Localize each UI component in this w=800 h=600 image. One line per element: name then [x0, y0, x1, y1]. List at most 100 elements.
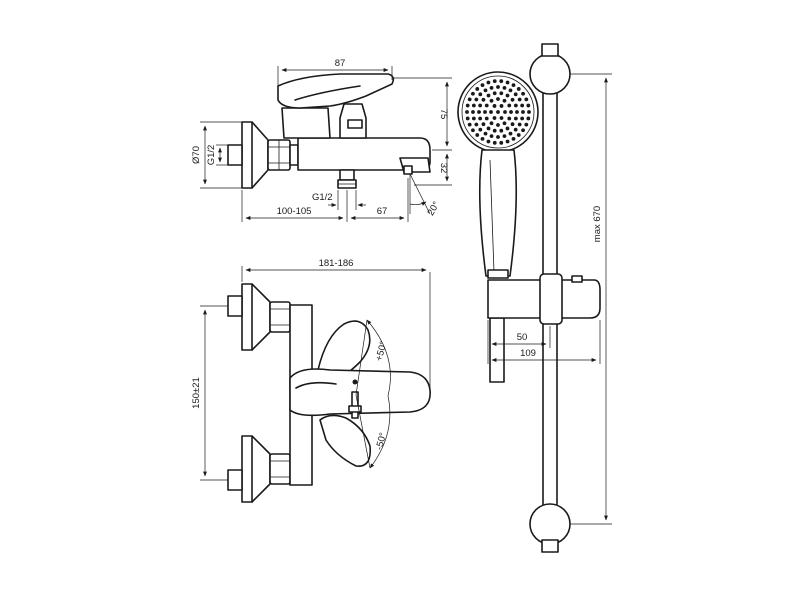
nozzle-dot — [496, 85, 500, 89]
nozzle-dot — [489, 85, 494, 90]
nozzle-dot — [471, 91, 475, 96]
nozzle-dot — [492, 79, 497, 84]
nozzle-dot — [517, 122, 522, 127]
nozzle-dot — [516, 133, 521, 137]
nozzle-dot — [486, 93, 491, 98]
nozzle-dot — [507, 103, 512, 108]
nozzle-dot — [467, 122, 472, 127]
nozzle-dot — [508, 131, 513, 136]
nozzle-dot — [465, 110, 469, 114]
nozzle-dot — [511, 136, 516, 141]
nozzle-dot — [496, 135, 500, 139]
label-bracket-50: 50 — [517, 332, 528, 343]
nozzle-dot — [483, 131, 488, 136]
nozzle-dot — [513, 92, 518, 97]
nozzle-dot — [489, 98, 494, 103]
nozzle-dot — [499, 116, 504, 120]
nozzle-dot — [467, 97, 472, 102]
nozzle-dot — [492, 116, 497, 120]
nozzle-dot — [492, 91, 497, 96]
label-diameter: Ø70 — [191, 146, 202, 164]
nozzle-dot — [505, 93, 510, 98]
label-wall-distance: 100-105 — [277, 206, 312, 217]
nozzle-dot — [492, 104, 497, 108]
nozzle-dot — [516, 87, 521, 91]
nozzle-dot — [526, 116, 531, 121]
nozzle-dot — [475, 87, 480, 91]
nozzle-dot — [520, 103, 525, 108]
nozzle-dot — [502, 85, 507, 90]
nozzle-dot — [496, 110, 500, 114]
shower-nozzles — [465, 79, 531, 145]
nozzle-dot — [492, 128, 497, 133]
label-bracket-109: 109 — [520, 348, 536, 359]
nozzle-dot — [502, 134, 507, 139]
nozzle-dot — [471, 103, 476, 108]
nozzle-dot — [496, 123, 500, 127]
nozzle-dot — [484, 103, 489, 108]
nozzle-dot — [483, 110, 487, 114]
nozzle-dot — [480, 83, 485, 88]
nozzle-dot — [515, 110, 519, 114]
front-view-mixer — [200, 266, 431, 503]
label-angle-plus: +50° — [374, 340, 390, 362]
nozzle-dot — [520, 116, 525, 121]
nozzle-dot — [517, 97, 522, 102]
shower-rail-set — [457, 43, 612, 553]
nozzle-dot — [499, 128, 504, 133]
nozzle-dot — [489, 121, 494, 126]
nozzle-dot — [499, 91, 504, 96]
nozzle-dot — [499, 104, 504, 108]
nozzle-dot — [505, 139, 510, 144]
nozzle-dot — [492, 140, 497, 145]
nozzle-dot — [480, 136, 485, 141]
label-top-width: 87 — [335, 58, 346, 69]
nozzle-dot — [471, 110, 475, 114]
nozzle-dot — [478, 103, 483, 108]
nozzle-dot — [475, 133, 480, 137]
nozzle-dot — [474, 97, 479, 102]
nozzle-dot — [510, 97, 515, 102]
nozzle-dot — [503, 110, 507, 114]
nozzle-dot — [511, 83, 516, 88]
nozzle-dot — [513, 103, 518, 108]
nozzle-dot — [505, 80, 510, 85]
side-view-mixer — [200, 66, 452, 222]
nozzle-dot — [499, 79, 504, 84]
nozzle-dot — [483, 88, 488, 93]
nozzle-dot — [481, 122, 486, 127]
nozzle-dot — [502, 121, 507, 126]
nozzle-dot — [478, 127, 483, 132]
nozzle-dot — [465, 103, 470, 108]
nozzle-dot — [478, 92, 483, 97]
nozzle-dot — [524, 97, 529, 102]
label-spout-angle: 20° — [425, 200, 442, 218]
nozzle-dot — [521, 91, 525, 96]
label-angle-minus: -50° — [374, 431, 389, 451]
nozzle-dot — [486, 139, 491, 144]
nozzle-dot — [484, 116, 489, 121]
label-thread-bottom: G1/2 — [312, 192, 333, 203]
nozzle-dot — [505, 126, 510, 131]
label-height-32: 32 — [438, 163, 449, 174]
nozzle-dot — [510, 122, 515, 127]
nozzle-dot — [489, 134, 494, 139]
nozzle-dot — [496, 97, 500, 101]
nozzle-dot — [521, 128, 525, 133]
label-height-75: 75 — [438, 109, 449, 120]
nozzle-dot — [474, 122, 479, 127]
nozzle-dot — [478, 116, 483, 121]
label-body-width: 181-186 — [319, 258, 354, 269]
nozzle-dot — [526, 103, 531, 108]
nozzle-dot — [509, 110, 513, 114]
nozzle-dot — [513, 116, 518, 121]
nozzle-dot — [524, 122, 529, 127]
nozzle-dot — [521, 110, 525, 114]
nozzle-dot — [513, 127, 518, 132]
label-center-distance: 150±21 — [191, 377, 202, 409]
nozzle-dot — [502, 98, 507, 103]
nozzle-dot — [489, 110, 493, 114]
nozzle-dot — [508, 88, 513, 93]
nozzle-dot — [527, 110, 531, 114]
